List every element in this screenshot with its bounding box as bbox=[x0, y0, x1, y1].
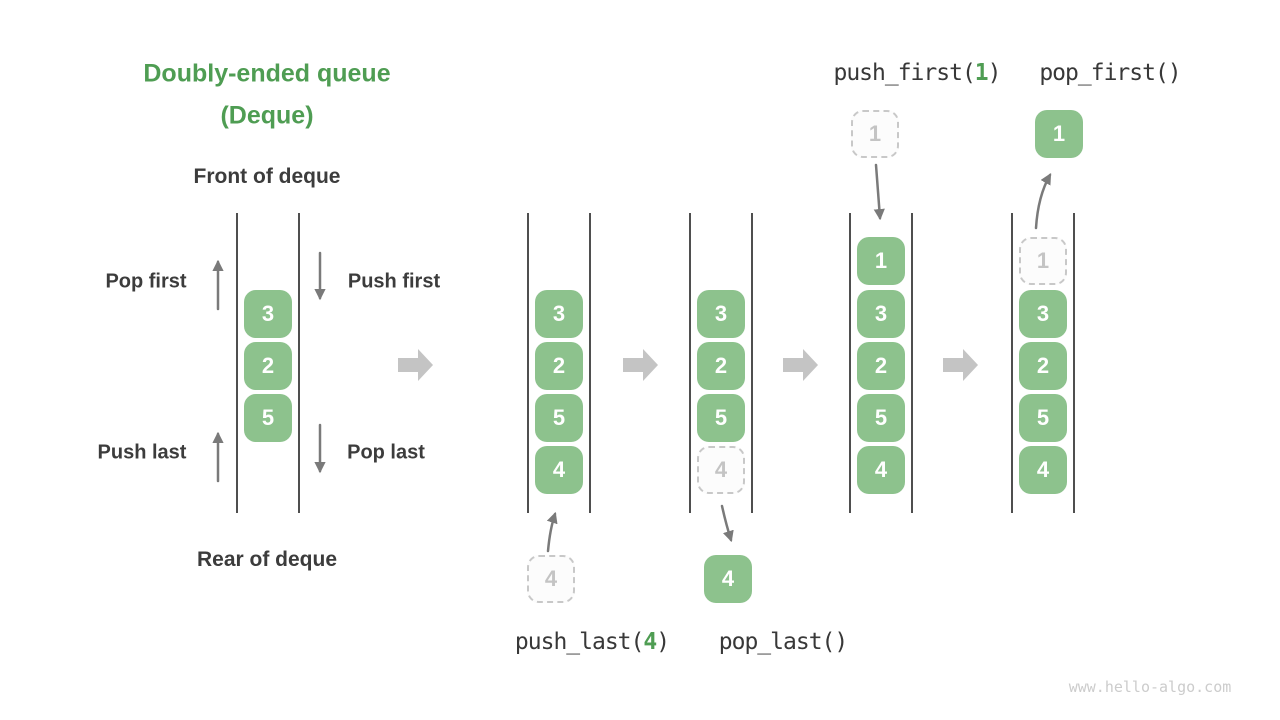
push-first-code-label: push_first(1) bbox=[833, 60, 1002, 86]
push-last-flow-arrow-icon bbox=[546, 511, 558, 553]
diagram-title-line1: Doubly-ended queue bbox=[143, 59, 391, 88]
deque-cell: 2 bbox=[857, 342, 905, 390]
code-text: ) bbox=[656, 629, 670, 655]
queue-wall-right bbox=[751, 213, 753, 513]
push-first-input-cell: 1 bbox=[851, 110, 899, 158]
pop-first-flow-arrow-icon bbox=[1034, 173, 1052, 230]
deque-cell: 5 bbox=[857, 394, 905, 442]
deque-cell: 3 bbox=[1019, 290, 1067, 338]
deque-cell: 2 bbox=[697, 342, 745, 390]
queue-wall-left bbox=[1011, 213, 1013, 513]
diagram-title-line2: (Deque) bbox=[220, 101, 314, 130]
deque-cell: 3 bbox=[857, 290, 905, 338]
site-watermark: www.hello-algo.com bbox=[1068, 678, 1232, 696]
code-text: push_last( bbox=[514, 629, 644, 655]
deque-cell: 2 bbox=[535, 342, 583, 390]
deque-cell: 5 bbox=[244, 394, 292, 442]
code-arg: 4 bbox=[643, 629, 657, 655]
pop-last-output-cell: 4 bbox=[704, 555, 752, 603]
push-last-input-cell: 4 bbox=[527, 555, 575, 603]
queue-wall-left bbox=[527, 213, 529, 513]
transition-arrow-icon bbox=[943, 349, 978, 381]
push-last-code-label: push_last(4) bbox=[514, 629, 670, 655]
push-first-label: Push first bbox=[347, 270, 441, 293]
push-last-label: Push last bbox=[97, 441, 187, 464]
code-arg: 1 bbox=[974, 60, 989, 86]
queue-wall-left bbox=[849, 213, 851, 513]
queue-wall-left bbox=[236, 213, 238, 513]
deque-cell: 5 bbox=[697, 394, 745, 442]
deque-cell: 5 bbox=[535, 394, 583, 442]
deque-cell: 3 bbox=[697, 290, 745, 338]
queue-wall-right bbox=[589, 213, 591, 513]
code-text: ) bbox=[987, 60, 1002, 86]
deque-cell-removed: 1 bbox=[1019, 237, 1067, 285]
pop-first-code-label: pop_first() bbox=[1039, 60, 1181, 86]
pop-last-flow-arrow-icon bbox=[720, 504, 734, 543]
deque-cell: 2 bbox=[244, 342, 292, 390]
pop-first-label: Pop first bbox=[105, 270, 187, 293]
deque-cell: 4 bbox=[535, 446, 583, 494]
deque-cell: 1 bbox=[857, 237, 905, 285]
pop-last-code-label: pop_last() bbox=[718, 629, 848, 655]
rear-of-deque-label: Rear of deque bbox=[196, 548, 338, 571]
transition-arrow-icon bbox=[783, 349, 818, 381]
deque-cell: 3 bbox=[244, 290, 292, 338]
front-of-deque-label: Front of deque bbox=[193, 165, 341, 188]
deque-cell: 4 bbox=[857, 446, 905, 494]
transition-arrow-icon bbox=[623, 349, 658, 381]
queue-wall-left bbox=[689, 213, 691, 513]
transition-arrow-icon bbox=[398, 349, 433, 381]
deque-cell: 5 bbox=[1019, 394, 1067, 442]
queue-wall-right bbox=[1073, 213, 1075, 513]
deque-cell: 3 bbox=[535, 290, 583, 338]
queue-wall-right bbox=[298, 213, 300, 513]
deque-cell: 4 bbox=[1019, 446, 1067, 494]
push-first-flow-arrow-icon bbox=[873, 163, 885, 221]
pop-first-output-cell: 1 bbox=[1035, 110, 1083, 158]
pop-last-label: Pop last bbox=[347, 441, 425, 464]
deque-cell: 2 bbox=[1019, 342, 1067, 390]
deque-cell-removed: 4 bbox=[697, 446, 745, 494]
code-text: push_first( bbox=[833, 60, 975, 86]
queue-wall-right bbox=[911, 213, 913, 513]
